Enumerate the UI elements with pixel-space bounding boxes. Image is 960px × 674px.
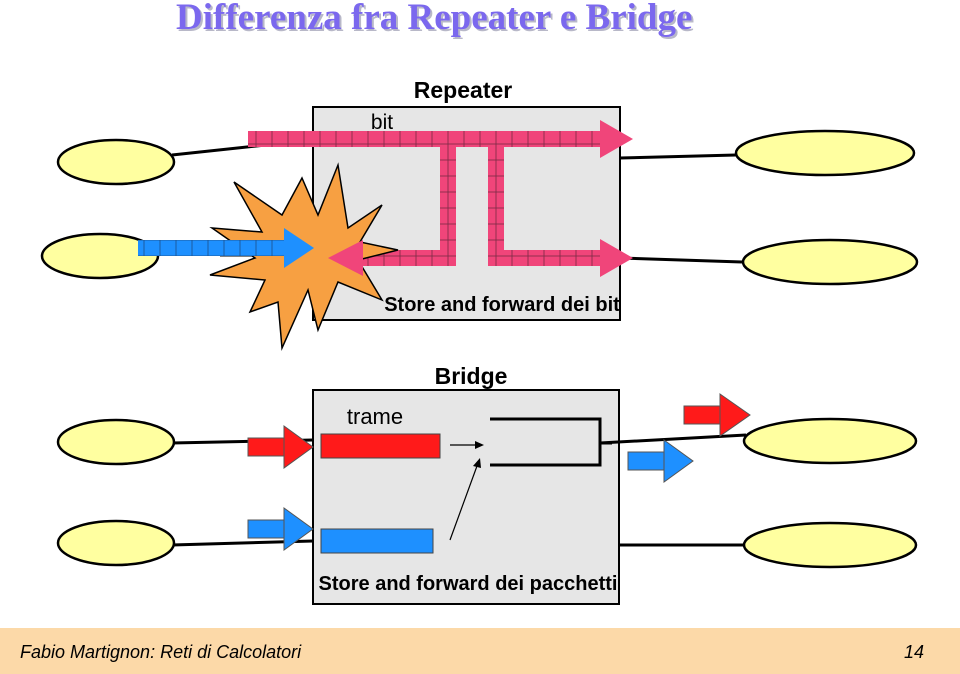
repeater-link-top-right (619, 153, 737, 160)
blue-frame-arrow-out (627, 439, 694, 483)
bit-label: bit (371, 111, 393, 134)
repeater-node-top-right (734, 129, 916, 177)
bit-stream-arrow-back (328, 240, 363, 276)
blue-bit-stream (138, 228, 314, 268)
forward-arrows (449, 441, 484, 541)
footer-author: Fabio Martignon: Reti di Calcolatori (20, 642, 302, 662)
bridge-caption: Store and forward dei pacchetti (319, 573, 618, 595)
blue-frame (320, 528, 434, 554)
trame-label: trame (347, 404, 403, 429)
repeater-caption: Store and forward dei bit (384, 294, 620, 316)
repeater-link-bottom-right (619, 256, 743, 264)
red-frame-arrow-out (683, 393, 751, 437)
bridge-label: Bridge (435, 363, 508, 389)
bridge-node-top-left (56, 418, 176, 466)
repeater-node-bottom-right (741, 238, 919, 286)
bridge-node-bottom-left (56, 519, 176, 567)
bridge-section: Bridge trame Store and forward dei pacch… (56, 363, 918, 605)
bridge-link-top-right (599, 433, 747, 445)
repeater-bridge-diagram: Repeater bit Store and forward dei bit (40, 77, 919, 605)
footer: Fabio Martignon: Reti di Calcolatori 14 (0, 628, 960, 674)
bridge-node-bottom-right (742, 521, 918, 569)
bridge-node-top-right (742, 417, 918, 465)
bit-stream (248, 120, 633, 277)
red-frame (320, 433, 441, 459)
page-title: Differenza fra Repeater e Bridge (176, 0, 693, 38)
repeater-section: Repeater bit Store and forward dei bit (40, 77, 919, 351)
repeater-node-top-left (56, 138, 176, 186)
repeater-label: Repeater (414, 77, 512, 103)
page-number: 14 (903, 642, 924, 662)
red-frame-arrow-in (247, 425, 314, 469)
blue-frame-arrow-in (247, 507, 314, 551)
collision-burst (209, 162, 399, 351)
